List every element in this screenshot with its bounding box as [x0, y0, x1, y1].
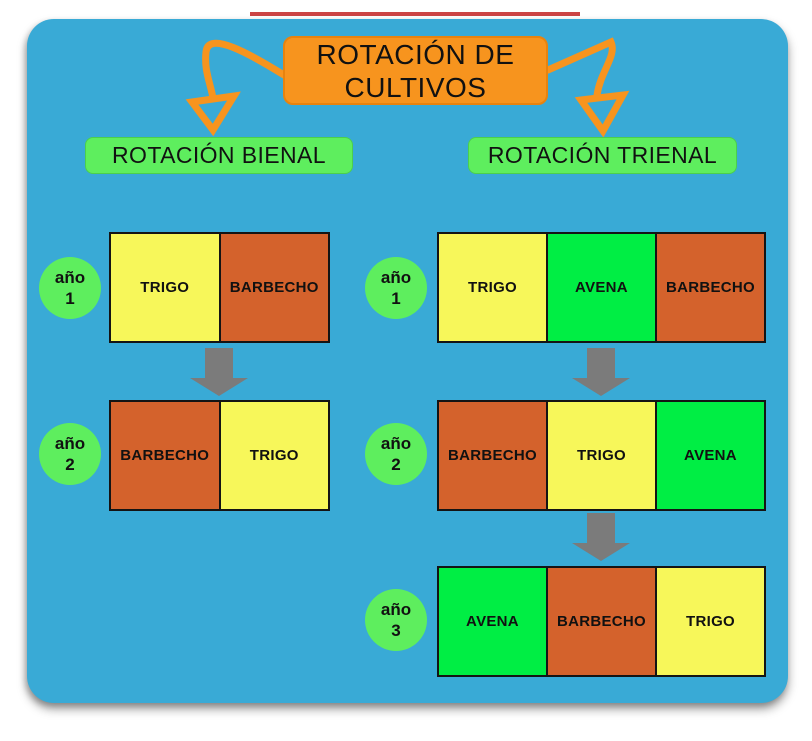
- crop-cell: BARBECHO: [111, 402, 219, 509]
- heading-rotacion-trienal: ROTACIÓN TRIENAL: [468, 137, 737, 174]
- year-number: 2: [65, 455, 75, 474]
- crop-cell: TRIGO: [111, 234, 219, 341]
- crop-cell: AVENA: [655, 402, 764, 509]
- rotation-table-trienal-1: TRIGO AVENA BARBECHO: [437, 232, 766, 343]
- year-word: año: [54, 434, 86, 453]
- title-box: ROTACIÓN DE CULTIVOS: [283, 36, 548, 105]
- crop-cell: AVENA: [546, 234, 655, 341]
- rotation-table-trienal-2: BARBECHO TRIGO AVENA: [437, 400, 766, 511]
- crop-cell: BARBECHO: [655, 234, 764, 341]
- year-number: 3: [391, 621, 401, 640]
- year-word: año: [380, 600, 412, 619]
- title-line-1: ROTACIÓN DE: [316, 38, 515, 70]
- crop-cell: TRIGO: [218, 402, 328, 509]
- year-number: 2: [391, 455, 401, 474]
- year-word: año: [54, 268, 86, 287]
- year-number: 1: [65, 289, 75, 308]
- crop-cell: BARBECHO: [546, 568, 655, 675]
- rotation-table-bienal-2: BARBECHO TRIGO: [109, 400, 330, 511]
- year-badge-bienal-2: año 2: [39, 423, 101, 485]
- year-number: 1: [391, 289, 401, 308]
- crop-cell: BARBECHO: [218, 234, 328, 341]
- crop-cell: AVENA: [439, 568, 546, 675]
- crop-cell: TRIGO: [546, 402, 655, 509]
- year-badge-trienal-3: año 3: [365, 589, 427, 651]
- rotation-table-bienal-1: TRIGO BARBECHO: [109, 232, 330, 343]
- year-badge-bienal-1: año 1: [39, 257, 101, 319]
- rotation-table-trienal-3: AVENA BARBECHO TRIGO: [437, 566, 766, 677]
- year-badge-trienal-1: año 1: [365, 257, 427, 319]
- crop-cell: BARBECHO: [439, 402, 546, 509]
- top-red-strip: [250, 12, 580, 16]
- year-word: año: [380, 268, 412, 287]
- year-badge-trienal-2: año 2: [365, 423, 427, 485]
- year-word: año: [380, 434, 412, 453]
- crop-cell: TRIGO: [439, 234, 546, 341]
- title-line-2: CULTIVOS: [344, 71, 487, 103]
- crop-cell: TRIGO: [655, 568, 764, 675]
- heading-rotacion-bienal: ROTACIÓN BIENAL: [85, 137, 353, 174]
